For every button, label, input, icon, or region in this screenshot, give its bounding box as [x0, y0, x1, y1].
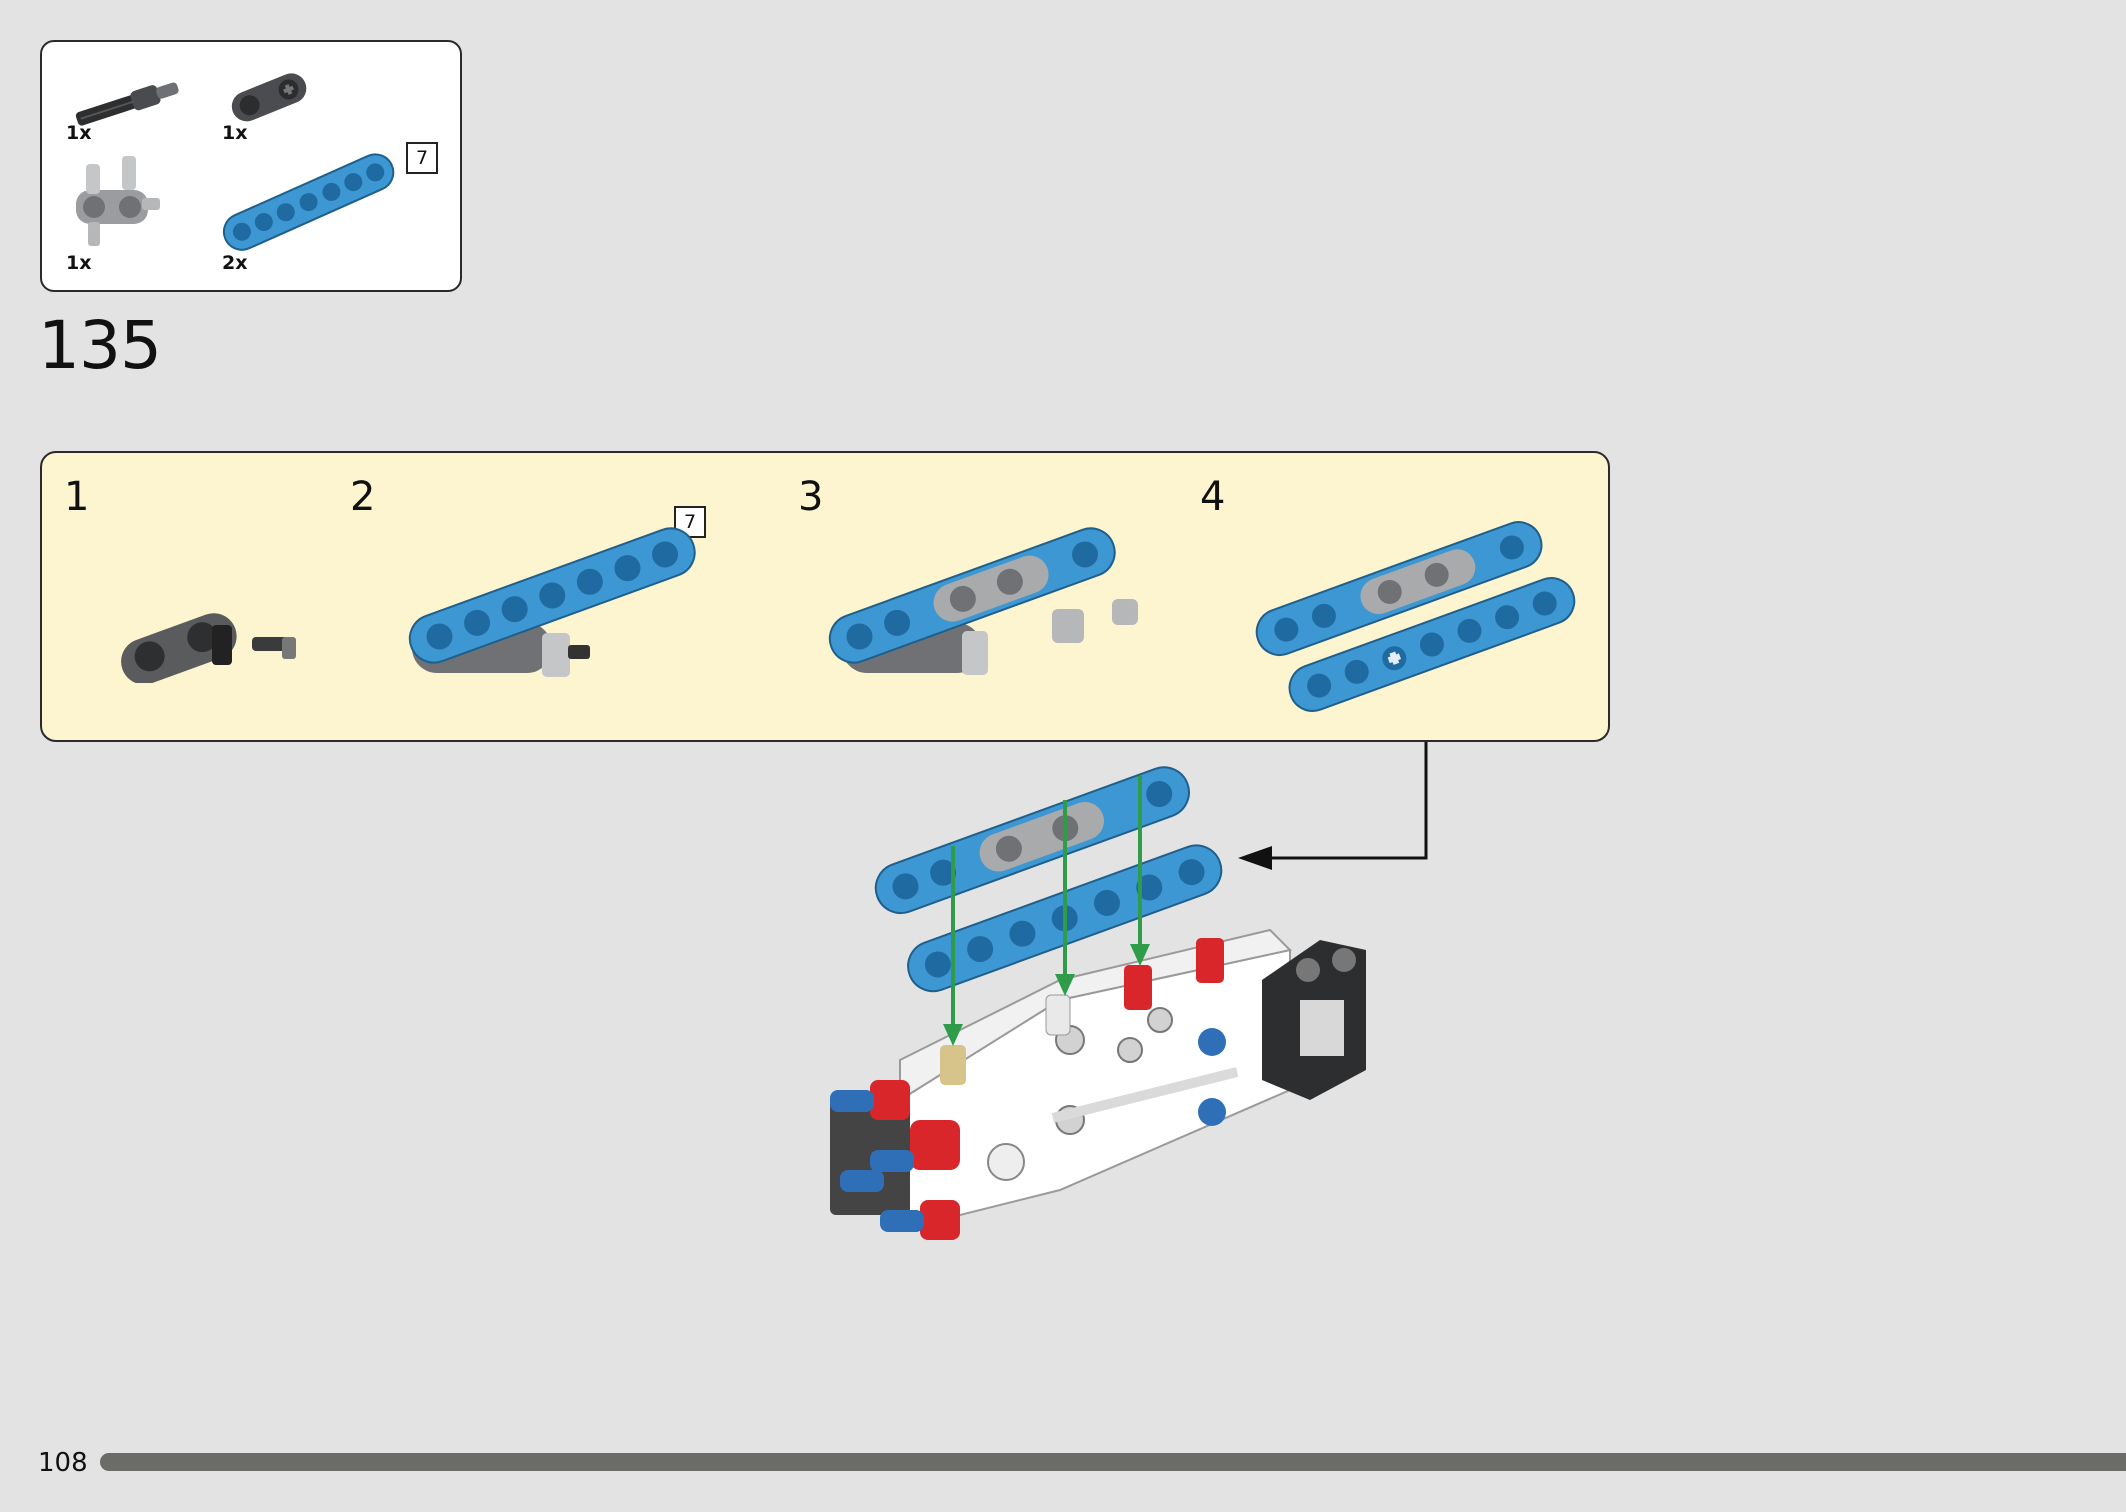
qty-label: 2x: [222, 252, 248, 274]
substep-2-beam-icon: [408, 527, 696, 677]
page-number: 108: [38, 1448, 88, 1478]
substep-number: 1: [64, 474, 90, 520]
substep-number: 3: [798, 474, 824, 520]
substeps-panel: 1 2 7 3 4: [40, 451, 1610, 742]
qty-label: 1x: [222, 122, 248, 144]
chassis-body: [830, 928, 1366, 1240]
substep-1-liftarm-icon: [121, 613, 296, 683]
insertion-arrows: [943, 776, 1150, 1046]
substep-number: 2: [350, 474, 376, 520]
parts-list: 1x 1x 1x 2x 7: [40, 40, 462, 292]
blue-beam-icon: [222, 153, 395, 251]
step-number: 135: [38, 307, 162, 384]
substep-3-beam-icon: [828, 527, 1138, 675]
pin-connector-icon: [76, 156, 160, 246]
liftarm-icon: [231, 73, 307, 122]
qty-label: 1x: [66, 122, 92, 144]
qty-label: 1x: [66, 252, 92, 274]
axle-pin-icon: [75, 82, 179, 126]
substep-number: 4: [1200, 474, 1226, 520]
falling-beams: [874, 766, 1223, 993]
substep-4-double-beam-icon: [1255, 521, 1576, 712]
progress-bar: [100, 1453, 2126, 1471]
length-badge: 7: [406, 142, 438, 174]
